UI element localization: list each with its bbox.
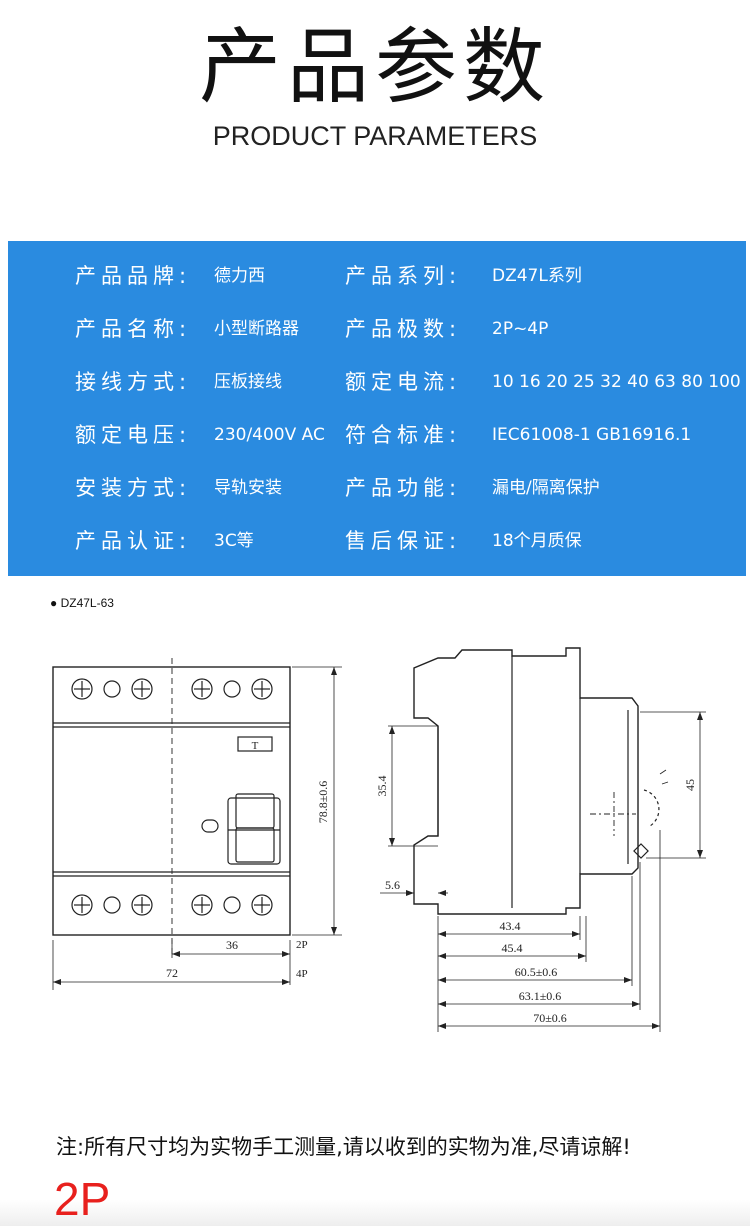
spec-value: 2P~4P bbox=[492, 319, 549, 339]
spec-value: IEC61008-1 GB16916.1 bbox=[492, 425, 692, 445]
spec-panel: 产品品牌: 德力西 产品系列: DZ47L系列 产品名称: 小型断路器 产品极数… bbox=[8, 241, 746, 576]
right-height-dimension: 45 bbox=[683, 779, 697, 791]
spec-value: 导轨安装 bbox=[214, 478, 282, 498]
spec-label: 产品系列: bbox=[345, 264, 462, 288]
pole-badge: 2P bbox=[54, 1173, 111, 1225]
depth-dimension-2: 45.4 bbox=[502, 941, 523, 955]
spec-label: 产品名称: bbox=[75, 317, 192, 341]
spec-label: 安装方式: bbox=[75, 476, 192, 500]
spec-row: 产品名称: 小型断路器 产品极数: 2P~4P bbox=[8, 309, 746, 349]
depth-dimension-4: 63.1±0.6 bbox=[519, 989, 562, 1003]
spec-value: 18个月质保 bbox=[492, 531, 582, 551]
spec-label: 产品功能: bbox=[345, 476, 462, 500]
spec-value: 10 16 20 25 32 40 63 80 100 bbox=[492, 372, 741, 392]
spec-label: 售后保证: bbox=[345, 529, 462, 553]
dimension-drawing: T 78.8±0.6 36 2P 72 4P bbox=[52, 647, 706, 1032]
model-tag: ● DZ47L-63 bbox=[50, 596, 114, 610]
front-view: T 78.8±0.6 36 2P 72 4P bbox=[52, 658, 342, 990]
height-dimension: 78.8±0.6 bbox=[316, 781, 330, 824]
depth-dimension-5: 70±0.6 bbox=[533, 1011, 567, 1025]
spec-value: 小型断路器 bbox=[214, 319, 299, 339]
spec-value: 德力西 bbox=[214, 266, 265, 286]
spec-label: 接线方式: bbox=[75, 370, 192, 394]
spec-label: 产品极数: bbox=[345, 317, 462, 341]
spec-row: 产品认证: 3C等 售后保证: 18个月质保 bbox=[8, 521, 746, 561]
terminal-screws-top bbox=[71, 678, 273, 700]
terminal-screws-bottom bbox=[71, 894, 273, 916]
page-subtitle: PRODUCT PARAMETERS bbox=[212, 121, 538, 151]
toggle-handle bbox=[201, 793, 281, 865]
bottom-fade bbox=[0, 1200, 750, 1226]
width-4p-dimension: 72 bbox=[166, 966, 178, 980]
width-2p-dimension: 36 bbox=[226, 938, 238, 952]
tag-2p: 2P bbox=[296, 939, 308, 951]
spec-value: 漏电/隔离保护 bbox=[492, 478, 600, 498]
spec-value: 3C等 bbox=[214, 531, 254, 551]
spec-value: DZ47L系列 bbox=[492, 266, 582, 286]
spec-row: 额定电压: 230/400V AC 符合标准: IEC61008-1 GB169… bbox=[8, 415, 746, 455]
spec-row: 安装方式: 导轨安装 产品功能: 漏电/隔离保护 bbox=[8, 468, 746, 508]
measurement-note: 注:所有尺寸均为实物手工测量,请以收到的实物为准,尽请谅解! bbox=[56, 1135, 631, 1159]
depth-dimension-1: 43.4 bbox=[500, 919, 521, 933]
spec-label: 额定电压: bbox=[75, 423, 192, 447]
spec-value: 230/400V AC bbox=[214, 425, 325, 445]
page-title: 产品参数 bbox=[198, 20, 551, 115]
spec-label: 产品品牌: bbox=[75, 264, 192, 288]
tag-4p: 4P bbox=[296, 968, 308, 980]
rail-height-dimension: 35.4 bbox=[375, 776, 389, 797]
test-button bbox=[237, 736, 273, 752]
spec-label: 产品认证: bbox=[75, 529, 192, 553]
spec-row: 产品品牌: 德力西 产品系列: DZ47L系列 bbox=[8, 256, 746, 296]
spec-value: 压板接线 bbox=[214, 372, 282, 392]
spec-row: 接线方式: 压板接线 额定电流: 10 16 20 25 32 40 63 80… bbox=[8, 362, 746, 402]
depth-dimension-3: 60.5±0.6 bbox=[515, 965, 558, 979]
offset-dimension: 5.6 bbox=[385, 878, 400, 892]
spec-label: 符合标准: bbox=[345, 423, 462, 447]
spec-label: 额定电流: bbox=[345, 370, 462, 394]
test-button-label: T bbox=[252, 740, 259, 752]
side-view: 35.4 45 5.6 43.4 45.4 60.5±0.6 63.1±0.6 bbox=[375, 647, 706, 1032]
